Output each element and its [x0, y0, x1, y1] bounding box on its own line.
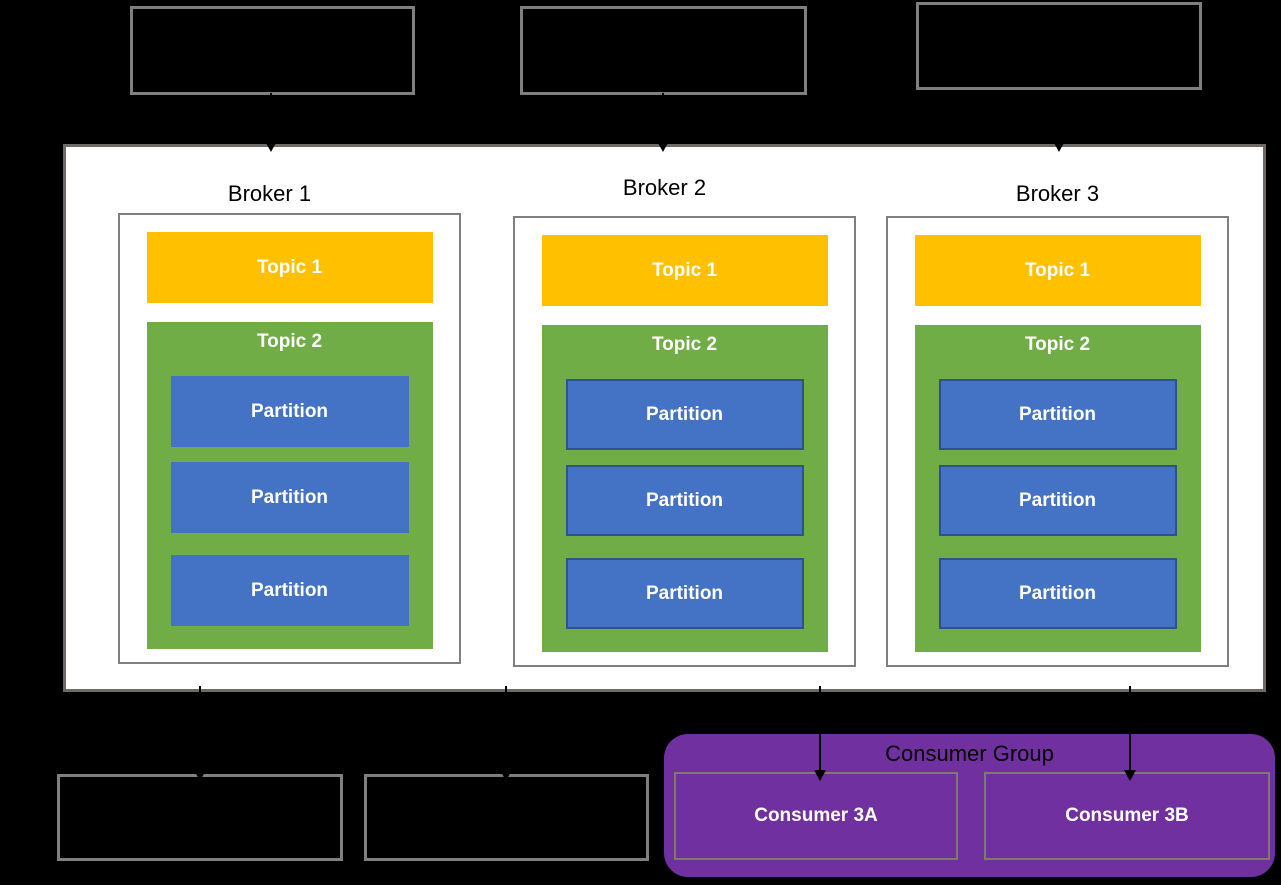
arrow-down-icon — [505, 686, 507, 770]
producer-box-2 — [520, 6, 807, 95]
producer-box-3 — [916, 2, 1202, 90]
broker-3-partition-3: Partition — [938, 558, 1177, 629]
consumer-3a-box: Consumer 3A — [674, 772, 958, 860]
arrow-down-icon — [1129, 686, 1131, 770]
broker-1-partition-3: Partition — [170, 555, 409, 626]
broker-2-box: Topic 1 Topic 2 Partition Partition Part… — [513, 216, 856, 667]
consumer-box-1 — [57, 774, 343, 861]
broker-3-topic-1-box: Topic 1 — [914, 235, 1201, 306]
broker-1-partition-2: Partition — [170, 462, 409, 533]
consumer-box-2 — [364, 774, 649, 861]
broker-3-topic-2-box: Topic 2 Partition Partition Partition — [914, 325, 1201, 652]
arrow-down-icon — [199, 686, 201, 770]
broker-1-box: Topic 1 Topic 2 Partition Partition Part… — [118, 213, 461, 664]
broker-3-partition-1: Partition — [938, 379, 1177, 450]
broker-1-topic-1-box: Topic 1 — [146, 232, 433, 303]
broker-3-box: Topic 1 Topic 2 Partition Partition Part… — [886, 216, 1229, 667]
consumer-group-label: Consumer Group — [885, 741, 1054, 766]
broker-2-partition-3: Partition — [565, 558, 804, 629]
broker-2-partition-2: Partition — [565, 465, 804, 536]
broker-1-topic-2-label: Topic 2 — [256, 331, 323, 352]
broker-1-topic-2-box: Topic 2 Partition Partition Partition — [146, 322, 433, 649]
consumer-group-box: Consumer Group Consumer 3A Consumer 3B — [664, 734, 1275, 877]
broker-1-partition-1: Partition — [170, 376, 409, 447]
broker-2-partition-1: Partition — [565, 379, 804, 450]
producer-box-1 — [130, 6, 415, 95]
broker-2-topic-2-label: Topic 2 — [651, 334, 718, 355]
broker-3-label: Broker 3 — [1015, 181, 1100, 206]
broker-1-label: Broker 1 — [227, 181, 312, 206]
consumer-3b-box: Consumer 3B — [984, 772, 1270, 860]
arrow-down-icon — [270, 93, 272, 141]
broker-2-topic-1-box: Topic 1 — [541, 235, 828, 306]
arrow-down-icon — [819, 686, 821, 770]
arrow-down-icon — [662, 93, 664, 141]
broker-2-topic-2-box: Topic 2 Partition Partition Partition — [541, 325, 828, 652]
arrow-down-icon — [1058, 93, 1060, 141]
broker-2-label: Broker 2 — [622, 175, 707, 200]
broker-3-partition-2: Partition — [938, 465, 1177, 536]
broker-3-topic-2-label: Topic 2 — [1024, 334, 1091, 355]
